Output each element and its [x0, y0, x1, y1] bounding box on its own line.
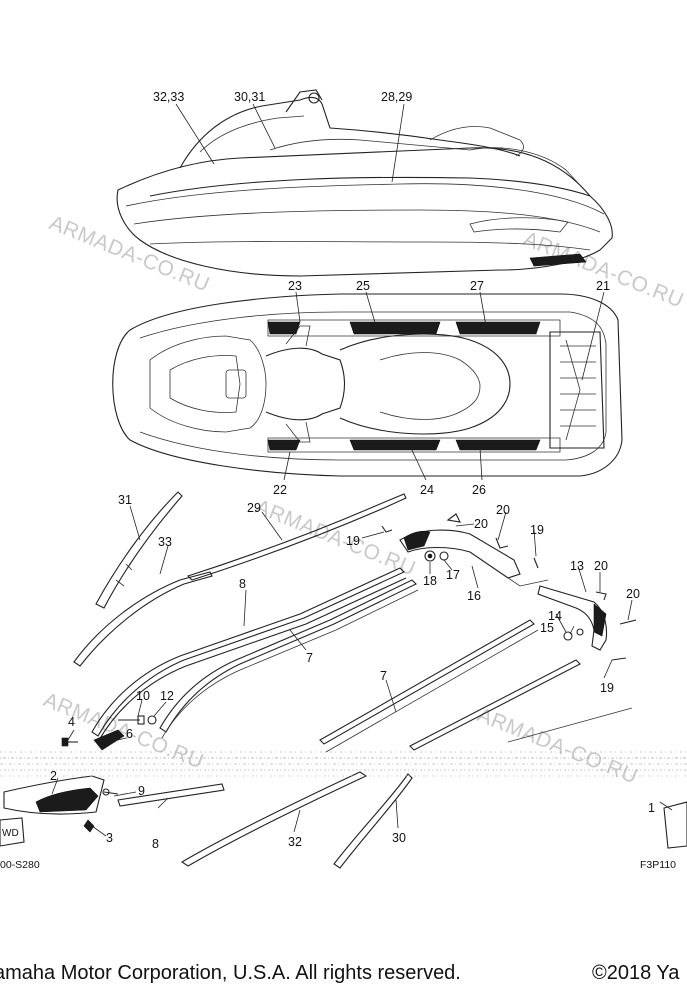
fwd-badge: WD	[2, 828, 19, 839]
callout-29: 29	[247, 501, 261, 515]
callout-8a: 8	[239, 577, 246, 591]
callout-2: 2	[50, 769, 57, 783]
callout-22: 22	[273, 483, 287, 497]
callout-16: 16	[467, 589, 481, 603]
callout-19a: 19	[346, 534, 360, 548]
drawing-code-right: F3P110	[640, 859, 676, 871]
callout-27: 27	[470, 279, 484, 293]
copyright-footer: amaha Motor Corporation, U.S.A. All righ…	[0, 962, 687, 992]
callout-15: 15	[540, 621, 554, 635]
exploded-parts	[0, 491, 687, 869]
callout-20d: 20	[626, 587, 640, 601]
watercraft-top-view	[112, 293, 623, 477]
callout-9: 9	[138, 784, 145, 798]
callout-17: 17	[446, 568, 460, 582]
scan-noise-band	[0, 751, 687, 777]
callout-32-33: 32,33	[153, 90, 184, 104]
callout-19c: 19	[600, 681, 614, 695]
callout-3: 3	[106, 831, 113, 845]
watermark-2: ARMADA-CO.RU	[520, 227, 687, 312]
callout-25: 25	[356, 279, 370, 293]
callout-30-31: 30,31	[234, 90, 265, 104]
callout-20a: 20	[474, 517, 488, 531]
copyright-right: ©2018 Ya	[592, 962, 680, 984]
callout-12: 12	[160, 689, 174, 703]
watercraft-side-view	[116, 89, 613, 277]
callout-18: 18	[423, 574, 437, 588]
callout-28-29: 28,29	[381, 90, 412, 104]
watermark-3: ARMADA-CO.RU	[252, 495, 419, 580]
callout-20c: 20	[594, 559, 608, 573]
callout-24: 24	[420, 483, 434, 497]
copyright-left: amaha Motor Corporation, U.S.A. All righ…	[0, 962, 461, 984]
callout-14: 14	[548, 609, 562, 623]
callout-6: 6	[126, 727, 133, 741]
callout-1: 1	[648, 801, 655, 815]
callout-7b: 7	[380, 669, 387, 683]
watermark-1: ARMADA-CO.RU	[46, 211, 213, 296]
callout-13: 13	[570, 559, 584, 573]
callout-31: 31	[118, 493, 132, 507]
callout-19b: 19	[530, 523, 544, 537]
callout-33: 33	[158, 535, 172, 549]
callout-4: 4	[68, 715, 75, 729]
callout-32: 32	[288, 835, 302, 849]
callout-20b: 20	[496, 503, 510, 517]
callout-10: 10	[136, 689, 150, 703]
callout-7a: 7	[306, 651, 313, 665]
callout-23: 23	[288, 279, 302, 293]
callout-30: 30	[392, 831, 406, 845]
callout-21: 21	[596, 279, 610, 293]
callout-26: 26	[472, 483, 486, 497]
callout-8b: 8	[152, 837, 159, 851]
drawing-code-left: 00-S280	[0, 859, 40, 871]
